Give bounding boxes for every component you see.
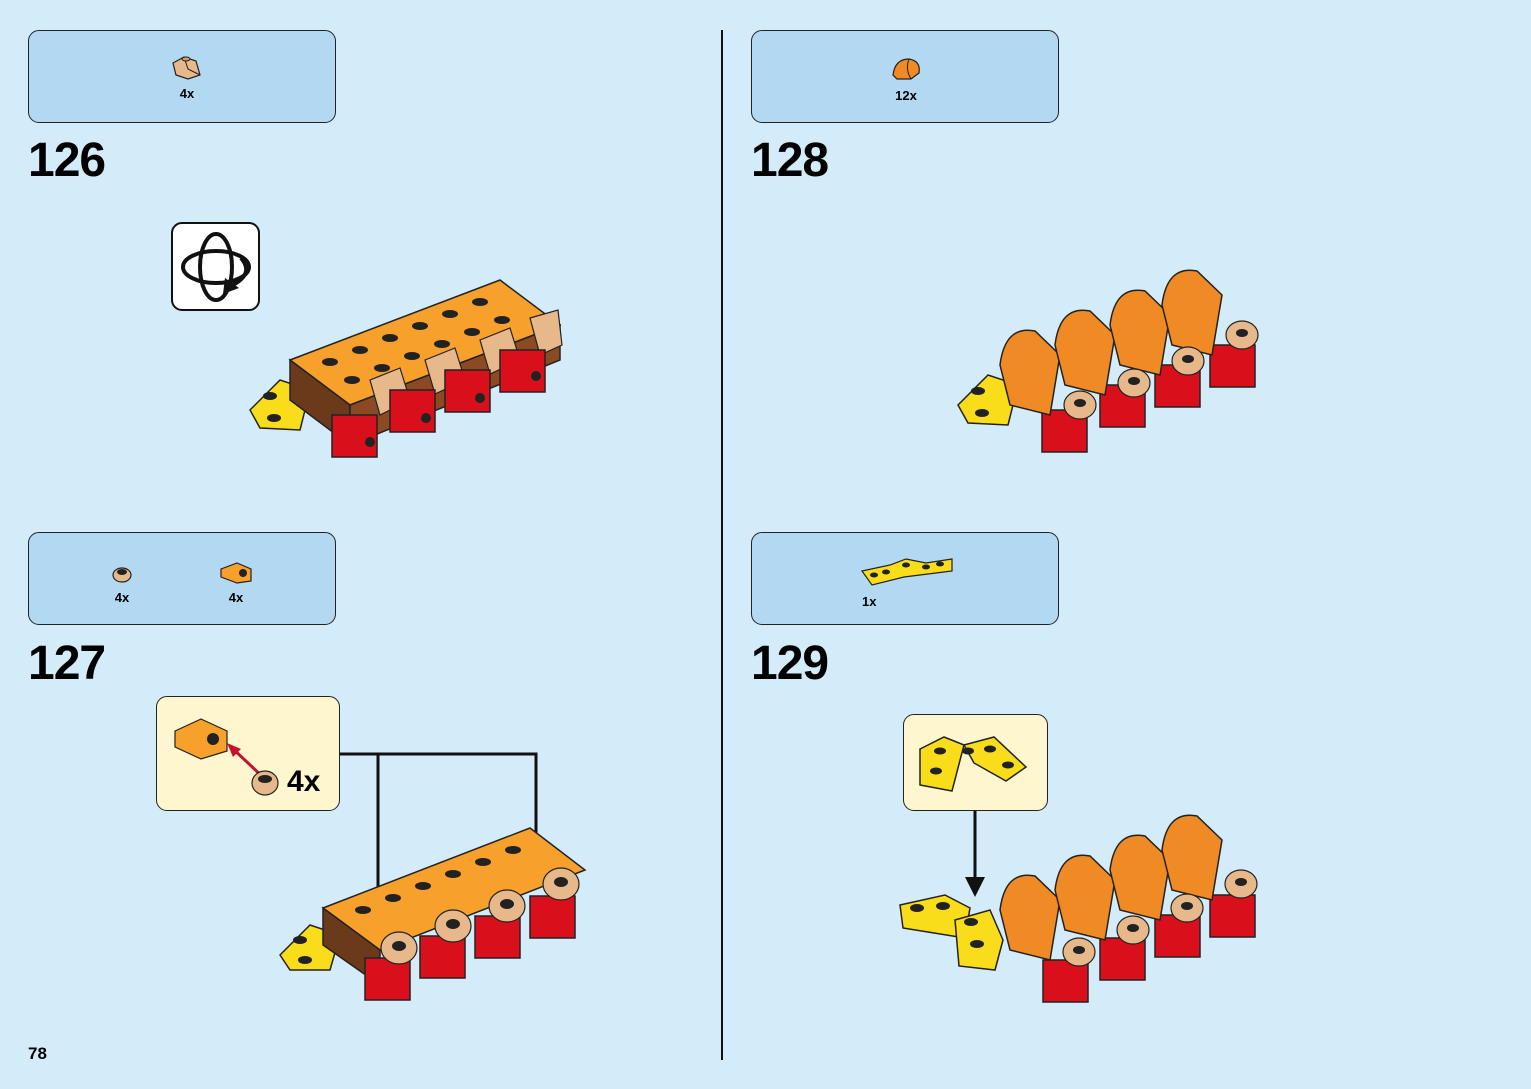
part-item: 4x bbox=[219, 559, 253, 605]
part-item: 4x bbox=[167, 53, 207, 101]
bracket-and-tile-icon bbox=[174, 718, 279, 796]
step-number: 129 bbox=[751, 637, 829, 690]
model-step-128 bbox=[957, 269, 1259, 453]
hinge-plate-icon bbox=[919, 736, 1028, 792]
parts-list-step-127: 4x 4x bbox=[28, 532, 336, 625]
sub-assembly-callout bbox=[903, 714, 1048, 811]
part-item: 1x bbox=[860, 555, 954, 609]
tan-slope-brick-icon bbox=[172, 56, 201, 80]
yellow-hinge-plate-icon bbox=[860, 558, 953, 586]
rotate-icon bbox=[181, 232, 251, 302]
orange-curved-slope-icon bbox=[892, 58, 920, 80]
page-number: 78 bbox=[28, 1044, 47, 1063]
placement-arrow bbox=[965, 811, 985, 897]
model-step-127 bbox=[279, 827, 587, 1001]
part-quantity: 4x bbox=[179, 86, 195, 101]
orange-bracket-icon bbox=[220, 562, 252, 584]
model-step-126 bbox=[249, 279, 563, 458]
sub-assembly-callout: 4x bbox=[156, 696, 340, 811]
callout-quantity: 4x bbox=[287, 765, 321, 798]
parts-list-step-129: 1x bbox=[751, 532, 1059, 625]
parts-list-step-126: 4x bbox=[28, 30, 336, 123]
tan-round-tile-icon bbox=[112, 567, 132, 583]
part-quantity: 4x bbox=[228, 590, 244, 605]
part-item: 4x bbox=[107, 563, 137, 605]
parts-list-step-128: 12x bbox=[751, 30, 1059, 123]
model-step-129 bbox=[899, 814, 1258, 1003]
step-number: 127 bbox=[28, 637, 106, 690]
part-quantity: 4x bbox=[114, 590, 130, 605]
part-quantity: 12x bbox=[895, 88, 917, 103]
rotate-model-box bbox=[171, 222, 260, 311]
page-divider bbox=[721, 30, 723, 1060]
part-quantity: 1x bbox=[862, 594, 877, 609]
part-item: 12x bbox=[886, 55, 926, 103]
step-number: 126 bbox=[28, 134, 106, 187]
step-number: 128 bbox=[751, 134, 829, 187]
